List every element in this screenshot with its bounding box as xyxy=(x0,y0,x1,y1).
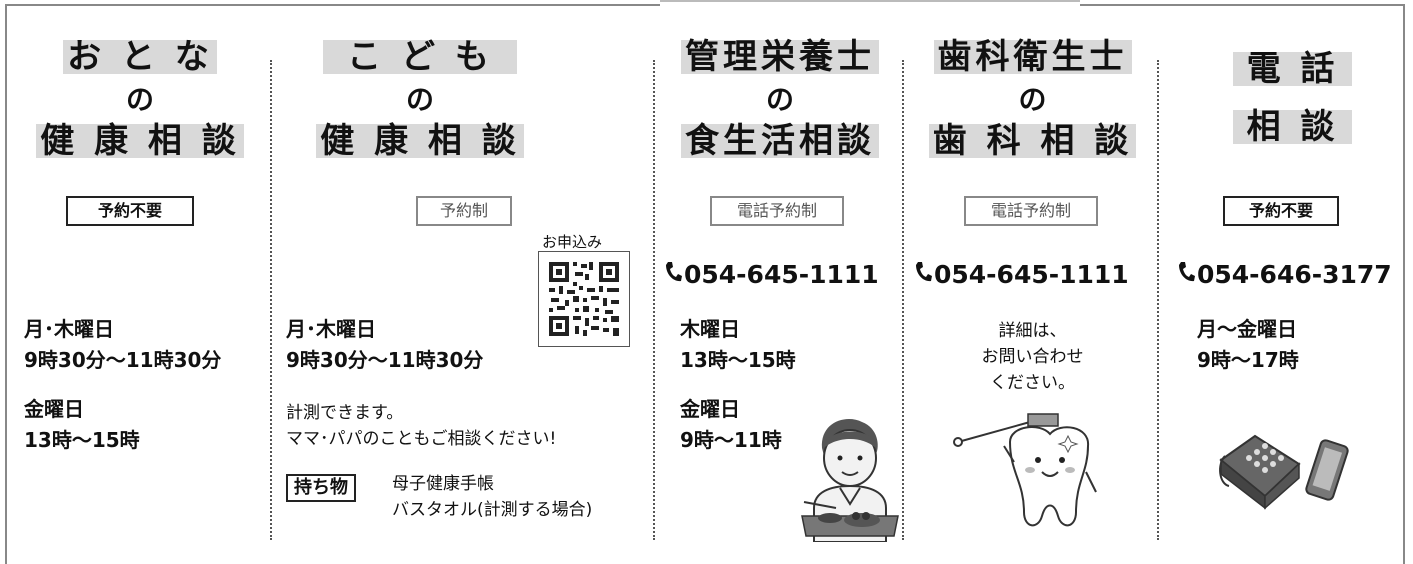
nutrition-schedule1-time: 13時～15時 xyxy=(680,348,796,372)
column-divider xyxy=(1157,60,1159,540)
nutrition-column: 管理栄養士 の 食生活相談 電話予約制 054-645-1111 木曜日 13時… xyxy=(660,0,900,559)
column-divider xyxy=(653,60,655,540)
column-divider xyxy=(902,60,904,540)
dental-title-no: の xyxy=(1018,83,1047,116)
child-notes: 計測できます。 ママ･パパのこともご相談ください! xyxy=(286,400,556,452)
nutrition-schedule2-day: 金曜日 xyxy=(680,397,740,421)
dental-note3: ください。 xyxy=(990,373,1075,393)
carry-items: 母子健康手帳 バスタオル(計測する場合) xyxy=(392,471,592,523)
adult-title-bottom: 健 康 相 談 xyxy=(20,124,260,158)
dental-phone[interactable]: 054-645-1111 xyxy=(914,260,1129,289)
child-health-column: こ ど も の 健 康 相 談 予約制 お申込み xyxy=(280,0,650,559)
nutrition-reservation-badge: 電話予約制 xyxy=(710,196,844,226)
nutrition-title-bottom: 食生活相談 xyxy=(660,124,900,158)
phone-consult-phone[interactable]: 054-646-3177 xyxy=(1177,260,1392,289)
nutrition-title-no: の xyxy=(765,83,794,116)
smartphone-illustration xyxy=(1305,439,1349,501)
telephone-illustration xyxy=(1219,434,1301,510)
child-schedule1-time: 9時30分～11時30分 xyxy=(286,348,484,372)
carry-item-2: バスタオル(計測する場合) xyxy=(392,500,593,520)
adult-schedule2-day: 金曜日 xyxy=(24,397,84,421)
phone-consult-schedule1-day: 月～金曜日 xyxy=(1197,317,1297,341)
child-reservation-badge: 予約制 xyxy=(416,196,512,226)
dental-phone-number: 054-645-1111 xyxy=(934,260,1129,289)
phone-consult-schedule1-time: 9時～17時 xyxy=(1197,348,1299,372)
adult-health-column: お と な の 健 康 相 談 予約不要 月･木曜日 9時30分～11時30分 … xyxy=(20,0,260,559)
adult-title-top: お と な xyxy=(20,40,260,74)
phone-consult-phone-number: 054-646-3177 xyxy=(1197,260,1392,289)
child-schedule1-day: 月･木曜日 xyxy=(286,317,376,341)
carry-item-1: 母子健康手帳 xyxy=(392,474,494,494)
nutrition-schedule: 木曜日 13時～15時 金曜日 9時～11時 xyxy=(680,314,796,456)
phone-consult-title-top: 電 話 xyxy=(1185,52,1400,86)
child-title-no: の xyxy=(405,83,434,116)
dental-reservation-badge: 電話予約制 xyxy=(964,196,1098,226)
nutrition-phone[interactable]: 054-645-1111 xyxy=(664,260,879,289)
dental-title-bottom: 歯 科 相 談 xyxy=(910,124,1155,158)
column-divider xyxy=(270,60,272,540)
qr-code xyxy=(549,262,619,336)
adult-schedule1-time: 9時30分～11時30分 xyxy=(24,348,222,372)
tooth-brush-illustration xyxy=(953,413,1097,527)
adult-schedule1-day: 月･木曜日 xyxy=(24,317,114,341)
qr-code-box[interactable] xyxy=(538,251,630,347)
nutrition-title-top: 管理栄養士 xyxy=(660,40,900,74)
nutrition-schedule2-time: 9時～11時 xyxy=(680,428,782,452)
dental-column: 歯科衛生士 の 歯 科 相 談 電話予約制 054-645-1111 詳細は、 … xyxy=(910,0,1155,559)
phone-consult-reservation-badge: 予約不要 xyxy=(1223,196,1339,226)
dental-note2: お問い合わせ xyxy=(981,347,1084,367)
phone-consult-column: 電 話 相 談 予約不要 054-646-3177 月～金曜日 9時～17時 xyxy=(1165,0,1400,559)
phone-consult-schedule: 月～金曜日 9時～17時 xyxy=(1197,314,1299,376)
phone-handset-icon xyxy=(664,260,684,289)
phone-handset-icon xyxy=(1177,260,1197,289)
adult-schedule2-time: 13時～15時 xyxy=(24,428,140,452)
nutrition-phone-number: 054-645-1111 xyxy=(684,260,879,289)
phone-consult-title-bottom: 相 談 xyxy=(1185,110,1400,144)
carry-items-label: 持ち物 xyxy=(286,474,356,502)
man-eating-illustration xyxy=(801,419,899,542)
adult-title-no: の xyxy=(125,83,154,116)
child-title-top: こ ど も xyxy=(280,40,560,74)
child-title-bottom: 健 康 相 談 xyxy=(280,124,560,158)
phone-handset-icon xyxy=(914,260,934,289)
dental-notes: 詳細は、 お問い合わせ ください。 xyxy=(910,318,1155,396)
child-schedule: 月･木曜日 9時30分～11時30分 xyxy=(286,314,483,376)
child-note1: 計測できます。 xyxy=(286,403,404,423)
dental-title-top: 歯科衛生士 xyxy=(910,40,1155,74)
adult-schedule: 月･木曜日 9時30分～11時30分 金曜日 13時～15時 xyxy=(24,314,221,456)
qr-label: お申込み xyxy=(542,233,603,251)
nutrition-schedule1-day: 木曜日 xyxy=(680,317,740,341)
adult-reservation-badge: 予約不要 xyxy=(66,196,194,226)
dental-note1: 詳細は、 xyxy=(998,321,1067,341)
top-edge xyxy=(660,0,1080,8)
child-note2: ママ･パパのこともご相談ください! xyxy=(286,429,557,449)
